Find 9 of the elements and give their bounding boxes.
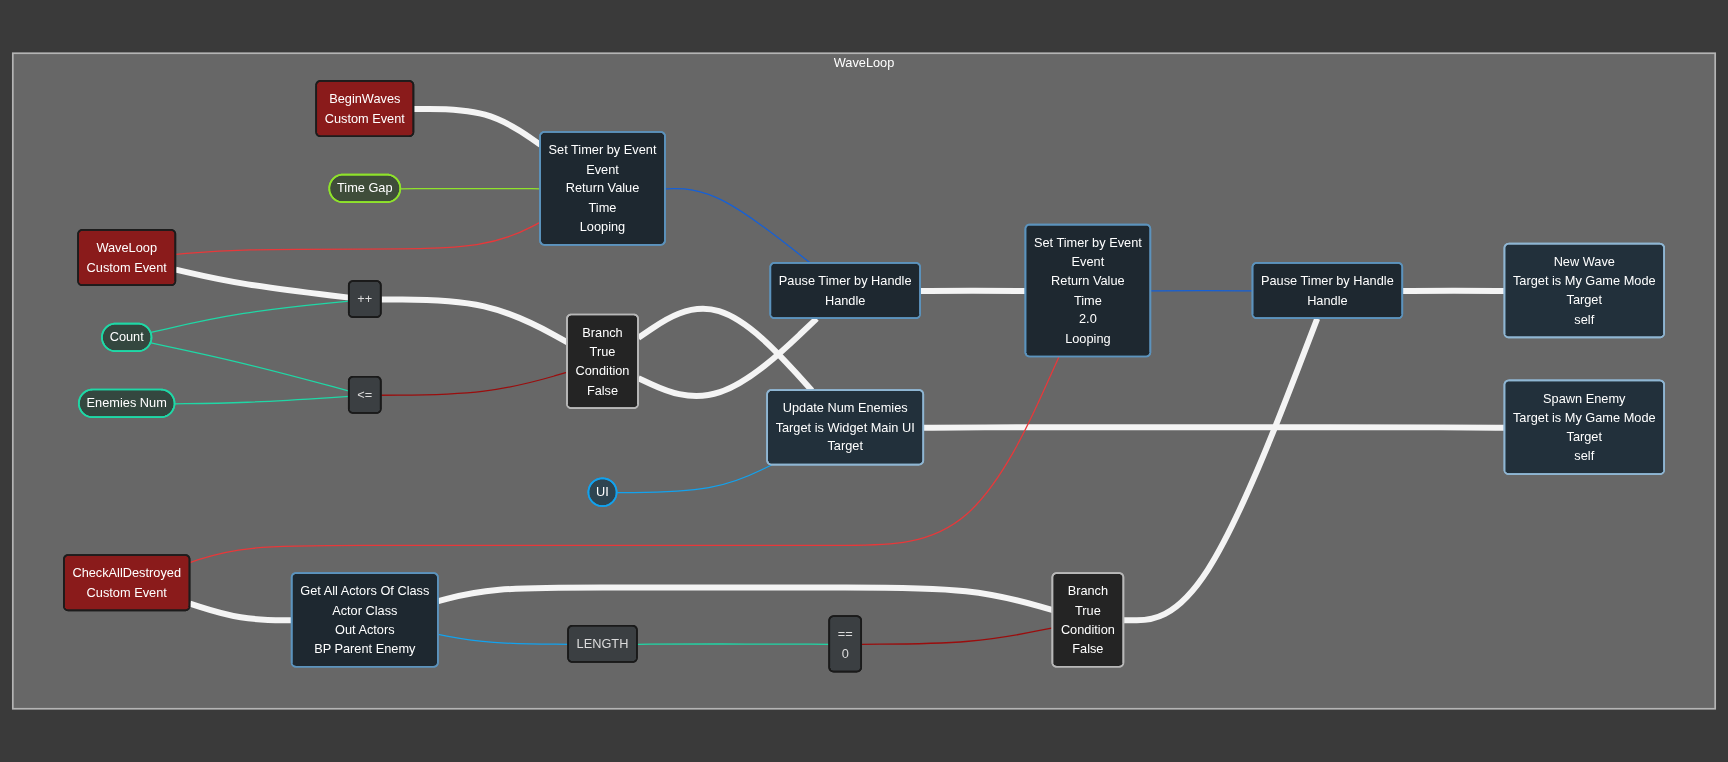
connector [1123,317,1320,624]
connector [189,356,1060,564]
connector [189,600,293,624]
connector [616,464,773,494]
connector [664,188,812,264]
connector [175,266,350,301]
connector [923,424,1505,431]
connector [1402,287,1505,294]
connector [920,287,1026,294]
